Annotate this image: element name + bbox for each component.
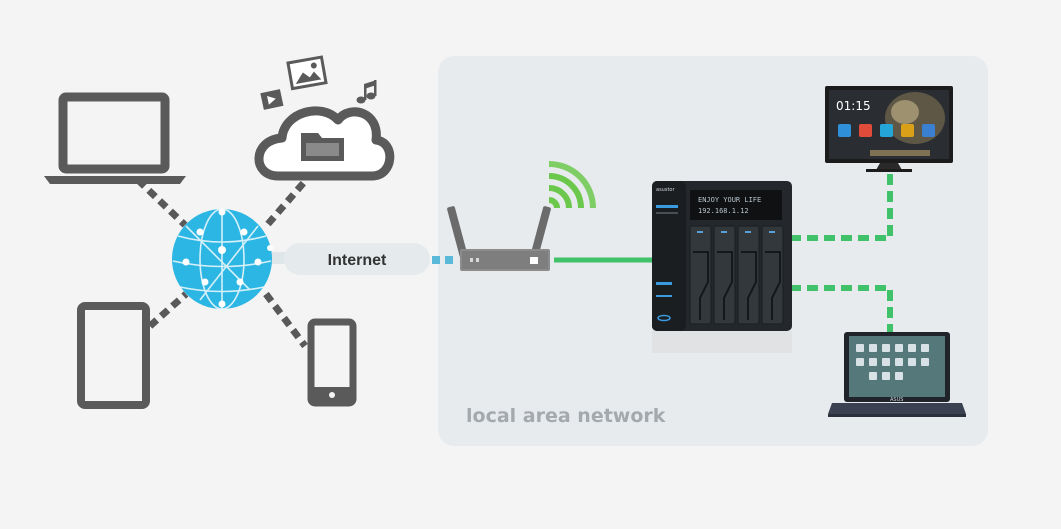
router-icon bbox=[447, 206, 551, 271]
video-icon bbox=[260, 89, 284, 110]
nas-laptop-link bbox=[790, 285, 893, 332]
nas-tv-link bbox=[790, 168, 893, 241]
laptop-brand: ASUS bbox=[890, 397, 903, 403]
internet-pill bbox=[284, 243, 430, 275]
link-phone bbox=[263, 291, 308, 349]
tv-icon: 01:15 bbox=[825, 86, 953, 172]
cloud-folder-icon bbox=[254, 106, 395, 181]
globe-icon bbox=[172, 208, 273, 310]
tv-clock: 01:15 bbox=[836, 99, 871, 113]
wifi-signal-icon bbox=[548, 161, 596, 209]
nas-brand: asustor bbox=[656, 187, 675, 193]
photo-icon bbox=[286, 55, 328, 91]
tablet-icon bbox=[77, 302, 150, 409]
nas-display-line2: 192.168.1.12 bbox=[698, 207, 749, 215]
lan-label: local area network bbox=[466, 405, 666, 427]
lan-laptop-icon: ASUS bbox=[828, 332, 966, 417]
music-note-icon bbox=[356, 80, 377, 104]
link-laptop bbox=[135, 177, 188, 228]
internet-device-links bbox=[135, 177, 309, 349]
internet-label: Internet bbox=[328, 252, 387, 269]
link-tablet bbox=[147, 291, 189, 329]
nas-device-icon: asustor ENJOY YOUR LIFE 192.168.1.12 bbox=[652, 181, 792, 353]
smartphone-icon bbox=[307, 318, 357, 407]
link-cloud bbox=[265, 177, 309, 227]
nas-display-line1: ENJOY YOUR LIFE bbox=[698, 196, 761, 204]
laptop-icon bbox=[44, 92, 186, 184]
